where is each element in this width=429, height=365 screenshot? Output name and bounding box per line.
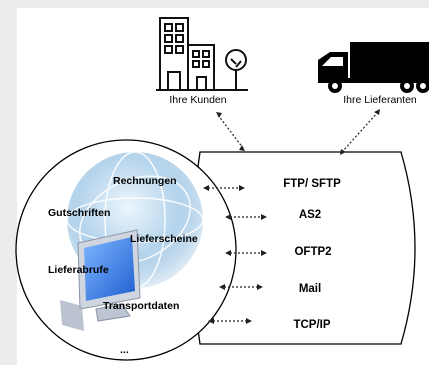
suppliers-label: Ihre Lieferanten [343, 94, 417, 106]
transfer-arrows [208, 187, 262, 322]
doc-label-lieferabrufe: Lieferabrufe [48, 264, 109, 276]
protocol-label-as2: AS2 [299, 209, 321, 221]
doc-label-rechnungen: Rechnungen [113, 175, 177, 187]
protocol-label-ftp-sftp: FTP/ SFTP [283, 178, 341, 190]
document-circle [15, 139, 237, 361]
protocol-label-oftp2: OFTP2 [294, 246, 331, 258]
arrowheads-top [216, 109, 380, 155]
dotted-arrows-top [217, 111, 379, 153]
doc-label-more: ... [120, 344, 129, 356]
doc-label-transportdaten: Transportdaten [103, 300, 179, 312]
customers-label: Ihre Kunden [169, 94, 226, 106]
office-buildings-icon [156, 17, 248, 91]
protocol-label-tcp-ip: TCP/IP [293, 319, 330, 331]
customers-link-arrow [217, 114, 244, 149]
suppliers-link-arrow [341, 111, 379, 153]
transfer-arrowheads [203, 185, 267, 324]
truck-icon [318, 42, 429, 93]
doc-label-gutschriften: Gutschriften [48, 207, 110, 219]
protocol-label-mail: Mail [299, 283, 321, 295]
computer-monitor-icon [60, 229, 141, 331]
document-labels: Rechnungen Gutschriften Lieferscheine Li… [48, 175, 198, 356]
protocol-labels: FTP/ SFTP AS2 OFTP2 Mail TCP/IP [283, 178, 341, 331]
doc-label-lieferscheine: Lieferscheine [130, 233, 198, 245]
